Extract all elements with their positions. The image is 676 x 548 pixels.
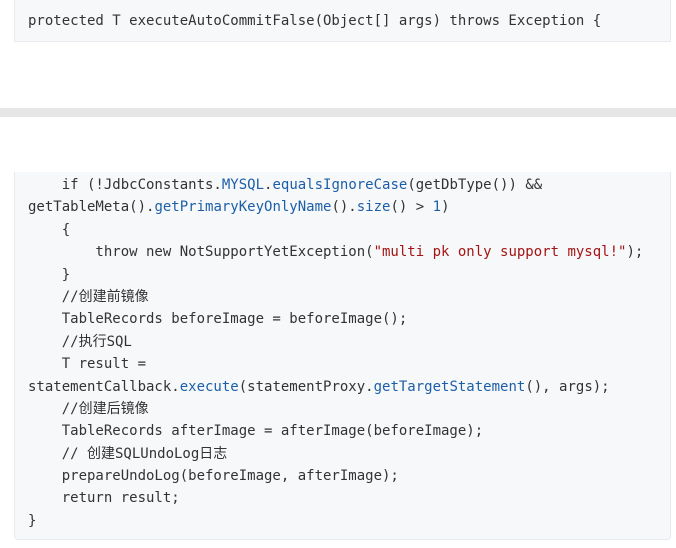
- code-token: execute: [179, 378, 239, 395]
- code-line: T result =: [28, 353, 643, 375]
- code-token: TableRecords afterImage = afterImage(bef…: [28, 423, 484, 440]
- code-line: getTableMeta().getPrimaryKeyOnlyName().s…: [28, 196, 643, 218]
- code-token: {: [28, 221, 71, 238]
- code-line: TableRecords afterImage = afterImage(bef…: [28, 420, 643, 442]
- code-token: return result;: [28, 490, 180, 507]
- code-token: (statementProxy.: [238, 378, 374, 395]
- code-text-top: protected T executeAutoCommitFalse(Objec…: [28, 10, 601, 32]
- code-token: (), args);: [525, 378, 610, 395]
- code-token: getTargetStatement: [373, 378, 526, 395]
- code-line: //执行SQL: [28, 331, 643, 353]
- code-token: size: [356, 199, 391, 216]
- code-token: TableRecords beforeImage = beforeImage()…: [28, 311, 408, 328]
- code-text-bottom: if (!JdbcConstants.MYSQL.equalsIgnoreCas…: [28, 174, 643, 532]
- code-token: MYSQL: [221, 177, 265, 193]
- code-token: );: [626, 244, 644, 261]
- code-token: //执行SQL: [28, 333, 132, 350]
- code-line: statementCallback.execute(statementProxy…: [28, 376, 643, 398]
- code-token: protected T executeAutoCommitFalse(Objec…: [28, 13, 602, 29]
- code-line: protected T executeAutoCommitFalse(Objec…: [28, 10, 601, 32]
- code-token: equalsIgnoreCase: [272, 177, 408, 193]
- section-separator: [0, 108, 676, 117]
- code-line: }: [28, 264, 643, 286]
- code-line: throw new NotSupportYetException("multi …: [28, 241, 643, 263]
- code-token: getPrimaryKeyOnlyName: [154, 199, 332, 216]
- code-token: throw new NotSupportYetException(: [28, 244, 374, 261]
- code-token: statementCallback.: [28, 378, 180, 395]
- code-block-top: protected T executeAutoCommitFalse(Objec…: [14, 0, 671, 42]
- code-line: }: [28, 510, 643, 532]
- code-token: getTableMeta().: [28, 199, 155, 216]
- code-token: ): [441, 199, 450, 216]
- code-token: "multi pk only support mysql!": [373, 244, 627, 261]
- code-token: () >: [390, 199, 433, 216]
- code-line: //创建前镜像: [28, 286, 643, 308]
- code-line: prepareUndoLog(beforeImage, afterImage);: [28, 465, 643, 487]
- code-token: 1: [432, 199, 442, 216]
- code-line: if (!JdbcConstants.MYSQL.equalsIgnoreCas…: [28, 174, 643, 196]
- code-line: //创建后镜像: [28, 398, 643, 420]
- code-line: TableRecords beforeImage = beforeImage()…: [28, 308, 643, 330]
- code-line: // 创建SQLUndoLog日志: [28, 443, 643, 465]
- code-token: // 创建SQLUndoLog日志: [28, 445, 228, 462]
- code-token: ().: [331, 199, 357, 216]
- code-token: T result =: [28, 356, 147, 373]
- code-block-bottom: if (!JdbcConstants.MYSQL.equalsIgnoreCas…: [14, 172, 671, 540]
- code-token: }: [28, 266, 71, 283]
- code-line: return result;: [28, 487, 643, 509]
- code-token: //创建前镜像: [28, 288, 149, 305]
- code-token: }: [28, 512, 37, 529]
- code-line: {: [28, 219, 643, 241]
- code-token: .: [264, 177, 273, 193]
- code-token: if (!JdbcConstants.: [28, 177, 222, 193]
- code-token: //创建后镜像: [28, 400, 149, 417]
- code-token: prepareUndoLog(beforeImage, afterImage);: [28, 468, 399, 485]
- code-token: (getDbType()) &&: [407, 177, 543, 193]
